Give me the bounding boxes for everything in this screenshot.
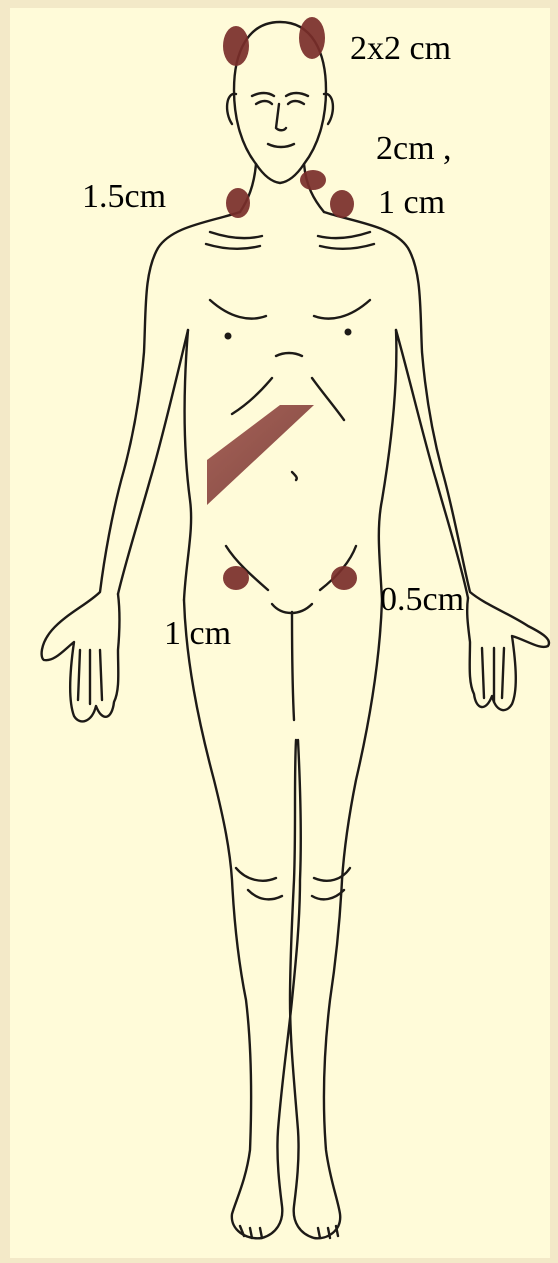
right-pec xyxy=(314,300,370,319)
left-clavicle xyxy=(210,232,262,238)
rib-right xyxy=(312,378,344,420)
left-eye xyxy=(256,101,272,104)
mouth xyxy=(268,144,294,147)
left-knee xyxy=(236,868,276,881)
left-torso-side xyxy=(184,330,191,600)
crotch-line xyxy=(292,612,294,720)
lesion-scalp-right xyxy=(299,17,325,59)
right-brow xyxy=(286,93,308,96)
right-arm-outline xyxy=(324,212,549,710)
left-clavicle-2 xyxy=(206,244,260,249)
lesion-neck-left xyxy=(226,188,250,218)
rib-left xyxy=(232,378,272,414)
label-groin-right-size: 0.5cm xyxy=(380,583,464,617)
nose xyxy=(276,104,286,130)
lesion-scalp-left xyxy=(223,26,249,66)
lesion-neck-right-lower xyxy=(330,190,354,218)
lesion-groin-right xyxy=(331,566,357,590)
label-neck-right-size-2: 1 cm xyxy=(378,186,445,220)
left-knee-2 xyxy=(248,890,282,899)
right-clavicle-2 xyxy=(320,244,374,249)
abdominal-lesion-band xyxy=(207,405,314,505)
left-leg-outer xyxy=(184,600,301,1238)
label-neck-right-size-1: 2cm , xyxy=(376,132,452,166)
left-pec xyxy=(210,300,266,319)
lesion-groin-left xyxy=(223,566,249,590)
right-clavicle xyxy=(318,232,370,238)
right-inner-arm xyxy=(396,330,468,598)
right-knee-2 xyxy=(312,890,344,899)
lesion-neck-right-upper xyxy=(300,170,326,190)
left-fingers xyxy=(78,650,102,704)
label-groin-left-size: 1 cm xyxy=(164,617,231,651)
left-toes xyxy=(240,1226,262,1238)
label-scalp-size: 2x2 cm xyxy=(350,32,451,66)
right-leg-outer xyxy=(290,600,382,1238)
left-nipple xyxy=(225,333,232,340)
right-fingers xyxy=(482,648,504,702)
right-knee xyxy=(314,868,350,881)
label-neck-left-size: 1.5cm xyxy=(82,180,166,214)
right-eye xyxy=(288,101,304,104)
left-brow xyxy=(252,93,274,96)
right-nipple xyxy=(345,329,352,336)
left-inner-arm xyxy=(118,330,188,594)
navel xyxy=(292,472,297,480)
right-torso-side xyxy=(379,330,397,600)
sternum xyxy=(276,353,302,356)
